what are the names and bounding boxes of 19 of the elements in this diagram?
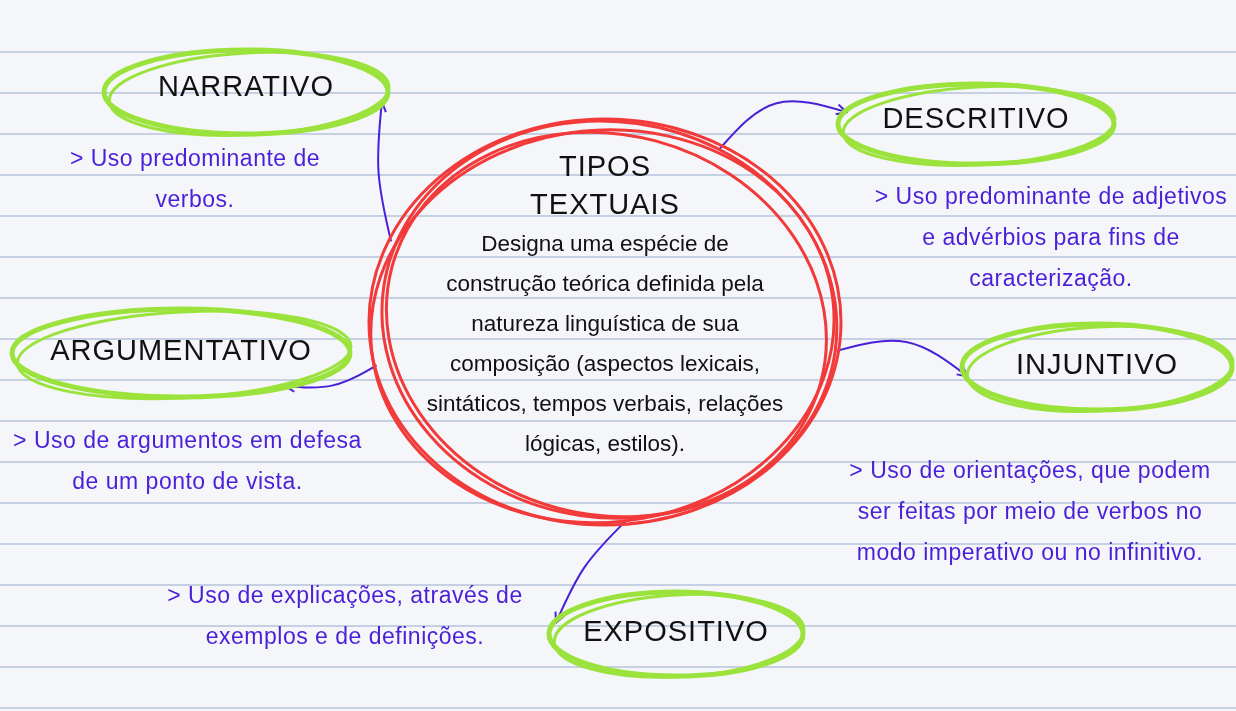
type-label: DESCRITIVO — [881, 102, 1071, 135]
description-text: > Uso de orientações, que podem ser feitas por meio de verbos no modo imperativo ou no infinitivo. — [848, 456, 1212, 567]
description-text: > Uso predominante de adjetivos e advérbios para fins de caracterização. — [873, 182, 1229, 293]
title-text: TIPOS TEXTUAIS — [529, 149, 681, 222]
type-label: INJUNTIVO — [1014, 348, 1180, 381]
description-text: > Uso predominante de verbos. — [68, 144, 322, 214]
scribbled-circle — [365, 117, 845, 527]
definition-text: Designa uma espécie de construção teórica definida pela natureza linguística de sua composição (aspectos lexicais, sintáticos, tempos verbais, relações lógicas, estilos). — [425, 230, 785, 458]
scribbled-ellipse — [958, 320, 1236, 414]
arrow — [554, 519, 628, 624]
type-label: NARRATIVO — [156, 70, 335, 103]
scribbled-ellipse — [545, 588, 807, 680]
type-label: EXPOSITIVO — [582, 615, 770, 648]
scribbled-ellipse — [834, 80, 1118, 168]
description-text: > Uso de explicações, através de exemplos e de definições. — [166, 581, 524, 651]
description-text: > Uso de argumentos em defesa de um ponto de vista. — [12, 426, 363, 496]
scribbled-ellipse — [8, 305, 354, 401]
type-label: ARGUMENTATIVO — [49, 334, 313, 367]
scribbled-ellipse — [100, 46, 392, 138]
